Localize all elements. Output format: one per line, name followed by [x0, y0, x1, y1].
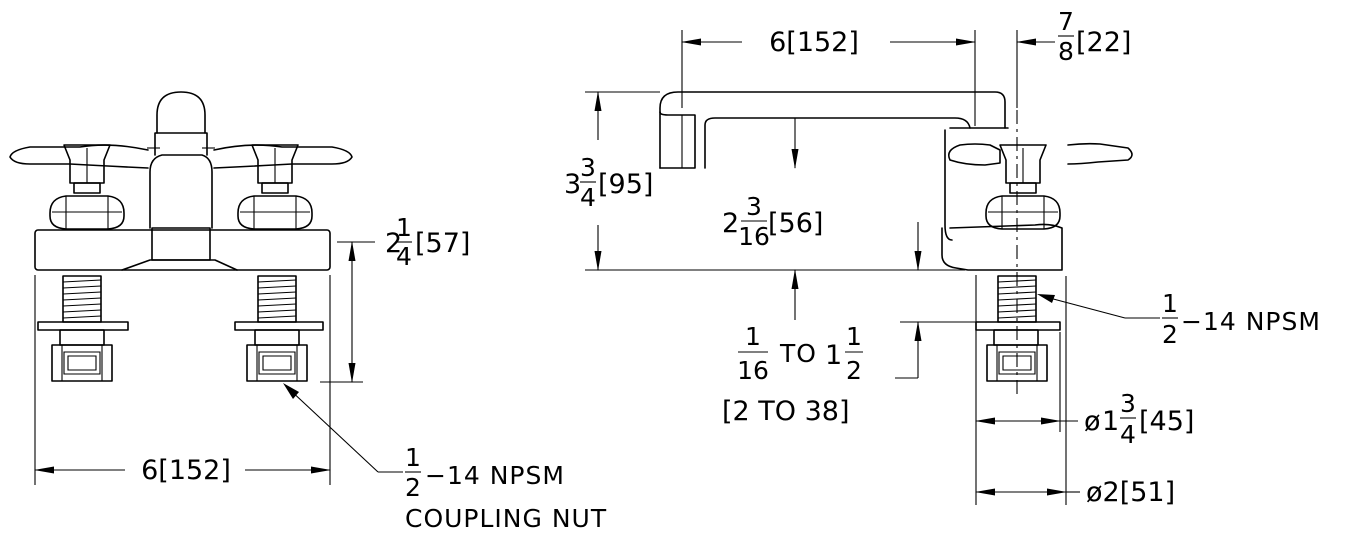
spout-clearance-dimension: 2 3 16 [56]	[722, 118, 922, 320]
front-width-dimension: 6[152]	[34, 275, 331, 486]
spout-clearance-num: 3	[746, 192, 762, 221]
overall-height-num: 3	[580, 153, 596, 182]
coupling-nut-label: COUPLING NUT	[405, 504, 607, 533]
overall-height-metric: [95]	[598, 169, 653, 200]
left-handle	[9, 144, 149, 230]
shank-thread-den: 2	[1162, 320, 1178, 349]
deck-range-whole2: 1	[825, 340, 842, 371]
nut-diameter-symbol: ø	[1084, 406, 1101, 437]
left-shank	[37, 275, 129, 382]
side-shank	[975, 275, 1061, 382]
shank-length-dimension: 2 1 4 [57]	[320, 213, 470, 383]
spout-offset-dimension: 7 8 [22]	[1016, 7, 1131, 108]
nut-diameter-den: 4	[1120, 420, 1136, 449]
spout	[659, 91, 1009, 241]
spout-reach-dimension: 6[152]	[681, 27, 976, 126]
deck-range-num2: 1	[846, 322, 862, 351]
shank-thread-num: 1	[1162, 289, 1178, 318]
shank-length-whole: 2	[385, 228, 402, 259]
side-view: 6[152] 7 8 [22] 3 3 4 [95] 2	[564, 7, 1321, 508]
deck-range-to: TO	[779, 339, 817, 368]
faucet-body-side	[941, 142, 1133, 271]
nut-diameter-whole: 1	[1102, 406, 1119, 437]
spout-offset-den: 8	[1058, 37, 1074, 66]
overall-height-dimension: 3 3 4 [95]	[564, 91, 660, 271]
nut-diameter-metric: [45]	[1139, 406, 1194, 437]
deck-range-den2: 2	[846, 356, 862, 385]
right-handle	[213, 144, 353, 230]
deck-range-num1: 1	[745, 322, 761, 351]
flange-diameter-label: ø2[51]	[1086, 477, 1175, 508]
spout-clearance-whole: 2	[722, 208, 739, 239]
shank-length-den: 4	[396, 242, 412, 271]
right-shank	[234, 275, 324, 382]
overall-height-whole: 3	[564, 169, 581, 200]
deck-range-den1: 16	[737, 356, 769, 385]
spout-offset-metric: [22]	[1076, 27, 1131, 58]
coupling-thread-spec: −14 NPSM	[425, 461, 565, 490]
shank-length-num: 1	[396, 213, 412, 242]
front-width-label: 6[152]	[141, 455, 231, 486]
spout-reach-label: 6[152]	[769, 27, 859, 58]
deck-range-metric: [2 TO 38]	[722, 396, 850, 427]
coupling-thread-den: 2	[405, 473, 421, 502]
nut-diameter-dimension: ø 1 3 4 [45]	[975, 275, 1194, 505]
faucet-body-front	[34, 91, 331, 271]
deck-range-dimension: 1 16 TO 1 1 2 [2 TO 38]	[722, 321, 978, 427]
spout-clearance-den: 16	[738, 222, 770, 251]
coupling-nut-callout: 1 2 −14 NPSM COUPLING NUT	[283, 383, 607, 533]
shank-thread-spec: −14 NPSM	[1181, 307, 1321, 336]
coupling-thread-num: 1	[405, 443, 421, 472]
front-view: 6[152] 2 1 4 [57] 1 2 −14 NPSM COUPLING …	[9, 91, 607, 533]
spout-clearance-metric: [56]	[768, 208, 823, 239]
shank-length-metric: [57]	[415, 228, 470, 259]
flange-diameter-dimension: ø2[51]	[975, 276, 1175, 508]
shank-thread-callout: 1 2 −14 NPSM	[1037, 289, 1321, 349]
overall-height-den: 4	[580, 183, 596, 212]
nut-diameter-num: 3	[1120, 389, 1136, 418]
spout-offset-num: 7	[1058, 7, 1074, 36]
